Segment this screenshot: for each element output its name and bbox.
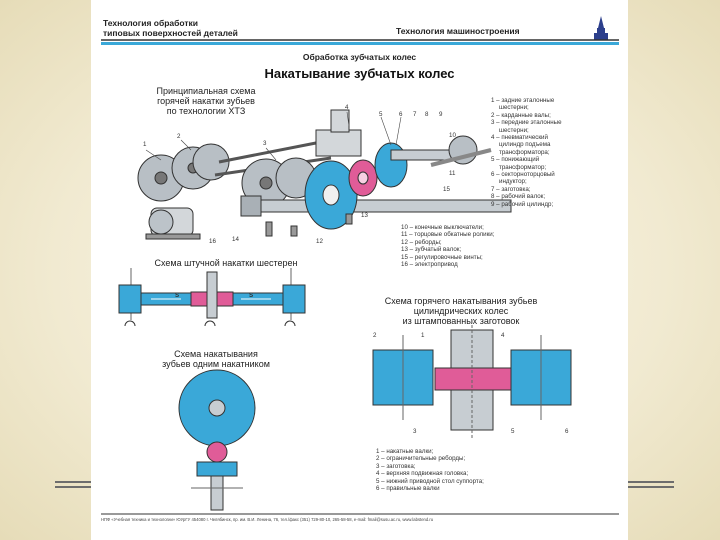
- scheme4-title-line2: цилиндрических колес: [413, 306, 509, 316]
- scheme1-callout-10: 10: [449, 132, 456, 139]
- legend1-line: 9 – рабочий цилиндр;: [491, 200, 554, 208]
- legend1-line: 8 – рабочий валок;: [491, 193, 546, 201]
- scheme1-callout-6: 6: [399, 111, 403, 118]
- scheme1-callout-7: 7: [413, 111, 417, 118]
- scheme2-feed-label-left: S: [175, 292, 180, 299]
- scheme1-title-line1: Принципиальная схема: [156, 86, 256, 96]
- scheme1-callout-9: 9: [439, 111, 443, 118]
- slide-decor-line-right: [624, 481, 674, 488]
- legend1-line: цилиндр подъема: [499, 141, 551, 149]
- single-roller-diagram: [178, 369, 256, 511]
- scheme2-title: Схема штучной накатки шестерен: [154, 258, 298, 268]
- legend1-line: трансформатора;: [499, 148, 550, 156]
- legend4-line: 2 – ограничительные реборды;: [376, 455, 466, 463]
- header-left-line2: типовых поверхностей деталей: [103, 28, 238, 38]
- scheme4-callout-6: 6: [565, 428, 569, 435]
- scheme1-callout-12: 12: [316, 238, 323, 245]
- scheme1-callout-1: 1: [143, 141, 147, 148]
- scheme4-callout-1: 1: [421, 332, 425, 339]
- scheme1-callout-11: 11: [449, 170, 456, 177]
- scheme1-legend: 1 – задние эталонные шестерни; 2 – карда…: [491, 97, 562, 208]
- scheme1-callout-2: 2: [177, 133, 181, 140]
- legend1-line: 7 – заготовка;: [491, 185, 531, 193]
- legend1-line: 6 – секторноторцовый: [491, 171, 555, 179]
- scheme4-callout-3: 3: [413, 428, 417, 435]
- scheme1-legend-bottom: 10 – конечные выключатели; 11 – торцовые…: [401, 224, 494, 268]
- legend1-line: 2 – карданные валы;: [491, 111, 551, 119]
- legend4-line: 6 – правильные валки: [376, 485, 440, 493]
- scheme1-callout-15: 15: [443, 186, 450, 193]
- legend1-line: 4 – пневматический: [491, 134, 548, 142]
- footer-contacts: НПФ «Учебная техника и технологии» ЮУрГУ…: [101, 517, 434, 522]
- scheme1-callout-4: 4: [345, 104, 349, 111]
- scheme4-title-line3: из штампованных заготовок: [402, 316, 520, 326]
- legend4-line: 1 – накатные валки;: [376, 448, 434, 455]
- scheme1-callout-5: 5: [379, 111, 383, 118]
- scheme3-title-line2: зубьев одним накатником: [162, 359, 270, 369]
- scheme1-title-line2: горячей накатки зубьев: [157, 96, 255, 106]
- legend4-line: 3 – заготовка;: [376, 462, 416, 470]
- scheme1-callout-13: 13: [361, 212, 368, 219]
- legend1-line: шестерни;: [499, 126, 529, 134]
- scheme2-feed-label-right: S: [249, 292, 254, 299]
- legend1-line: 11 – торцовые обкатные ролики;: [401, 231, 495, 239]
- header-right-title: Технология машиностроения: [396, 26, 520, 36]
- poster: Технология обработки типовых поверхносте…: [91, 0, 628, 540]
- legend1-line: индуктор;: [499, 178, 527, 186]
- legend1-line: трансформатор;: [499, 163, 547, 171]
- scheme4-callout-4: 4: [501, 332, 505, 339]
- scheme4-title-line1: Схема горячего накатывания зубьев: [384, 296, 538, 306]
- legend1-line: 1 – задние эталонные: [491, 97, 555, 104]
- legend1-line: 16 – электропривод: [401, 261, 458, 269]
- scheme1-title-line3: по технологии ХТЗ: [166, 106, 246, 116]
- section-title: Обработка зубчатых колес: [302, 52, 417, 62]
- scheme1-callout-16: 16: [209, 238, 216, 245]
- footer-rule: [101, 513, 619, 515]
- legend1-line: 15 – регулировочные винты;: [401, 253, 483, 261]
- slide-decor-line-left: [55, 481, 95, 488]
- scheme1-callout-8: 8: [425, 111, 429, 118]
- legend1-line: 3 – передние эталонные: [491, 119, 562, 127]
- legend1-line: шестерни;: [499, 104, 529, 112]
- legend4-line: 4 – верхняя подвижная головка;: [376, 470, 469, 478]
- scheme3-title-line1: Схема накатывания: [174, 349, 258, 359]
- cylindrical-gear-rolling-diagram: [372, 320, 572, 440]
- scheme4-callout-5: 5: [511, 428, 515, 435]
- main-title: Накатывание зубчатых колес: [264, 66, 455, 81]
- legend1-line: 10 – конечные выключатели;: [401, 224, 484, 231]
- header-left-line1: Технология обработки: [103, 18, 199, 28]
- scheme1-callout-14: 14: [232, 236, 239, 243]
- legend1-line: 5 – понижающий: [491, 156, 540, 164]
- scheme4-legend: 1 – накатные валки; 2 – ограничительные …: [376, 448, 484, 492]
- legend4-line: 5 – нижний приводной стол суппорта;: [376, 477, 484, 485]
- scheme1-callout-3: 3: [263, 140, 267, 147]
- legend1-line: 13 – зубчатый валок;: [401, 246, 462, 254]
- scheme4-callout-2: 2: [373, 332, 377, 339]
- legend1-line: 12 – реборды;: [401, 238, 442, 246]
